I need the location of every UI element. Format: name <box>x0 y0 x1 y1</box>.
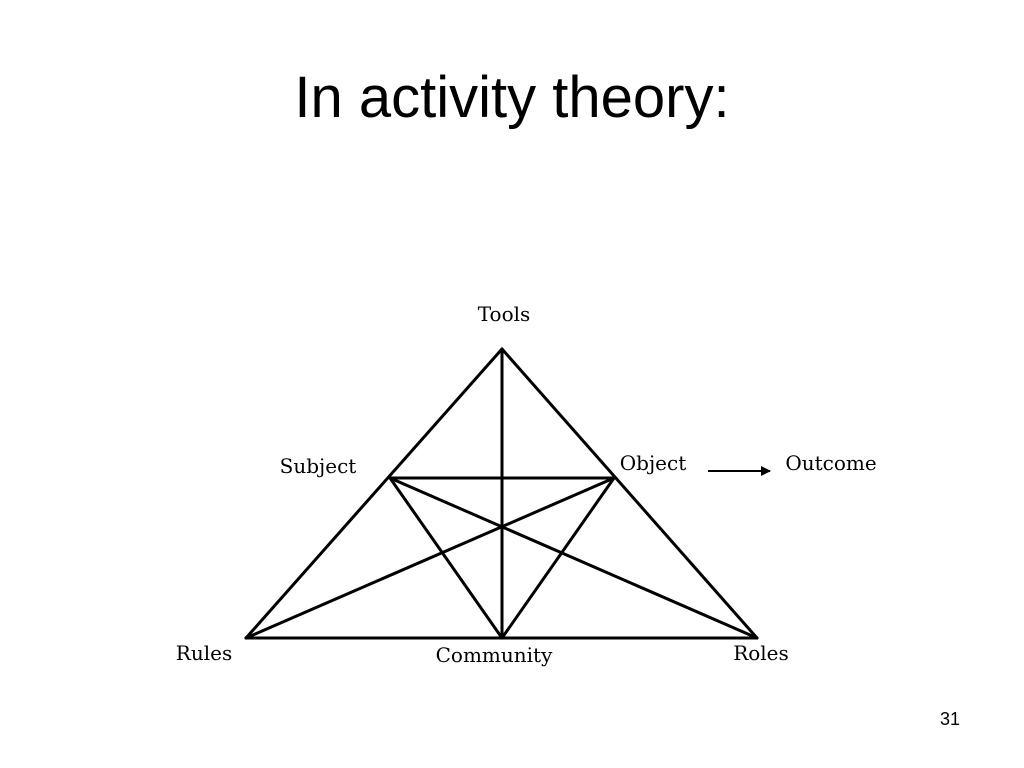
node-label-subject: Subject <box>280 454 357 478</box>
slide-title: In activity theory: <box>294 65 730 130</box>
node-label-tools: Tools <box>478 302 531 326</box>
edge-subject-roles <box>388 476 759 640</box>
node-label-object: Object <box>620 451 686 475</box>
edge-subject-community <box>388 476 504 640</box>
node-label-roles: Roles <box>733 641 789 665</box>
edge-object-community <box>500 476 616 640</box>
edge-tools-roles <box>500 347 759 640</box>
slide-number: 31 <box>939 709 960 729</box>
node-label-rules: Rules <box>176 641 232 665</box>
node-label-community: Community <box>436 643 553 667</box>
edge-tools-rules <box>244 347 504 640</box>
node-label-outcome: Outcome <box>785 451 876 475</box>
edge-object-rules <box>244 476 616 640</box>
